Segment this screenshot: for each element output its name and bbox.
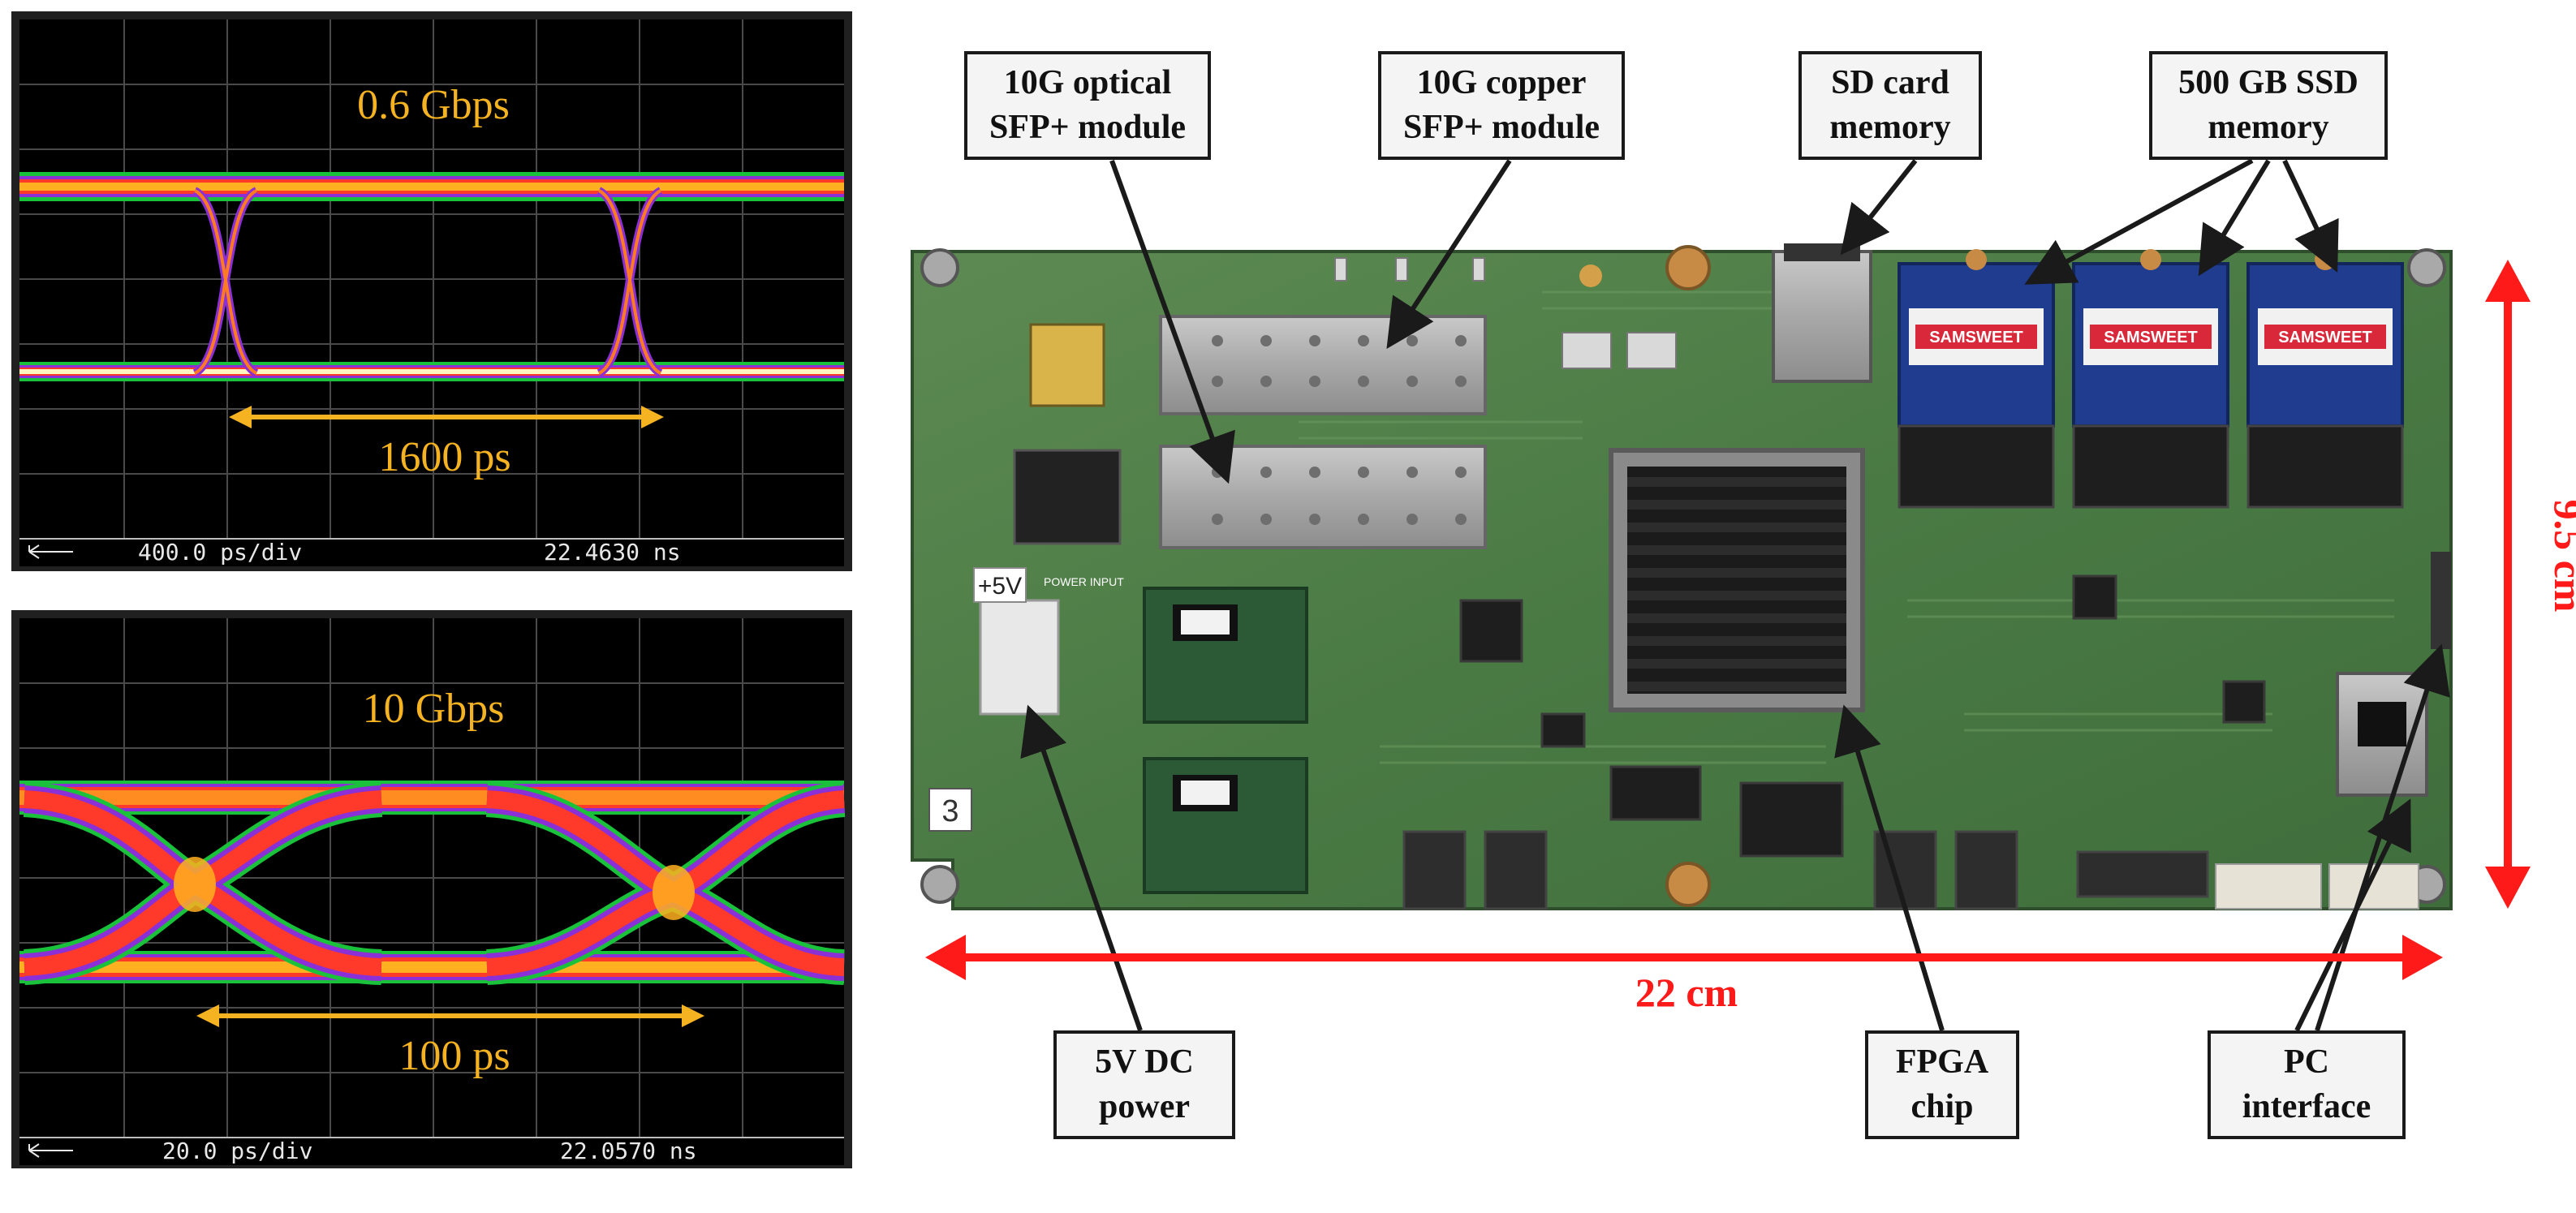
- trigger-icon: [28, 1143, 73, 1158]
- fpga-heatsink: [1609, 448, 1865, 712]
- leader-arrows: [1020, 158, 2450, 1032]
- copper-sfp-cage: [1159, 315, 1487, 415]
- callout-pc-interface-line1: PC: [2284, 1043, 2329, 1081]
- scope-1-timebase: 400.0 ps/div: [138, 539, 302, 566]
- callout-copper-sfp-line1: 10G copper: [1417, 64, 1587, 101]
- callout-fpga-line2: chip: [1910, 1088, 1973, 1125]
- callout-copper-sfp: 10G copper SFP+ module: [1378, 51, 1625, 160]
- eye-trace: [19, 172, 844, 381]
- sfp-cable-connector: [1029, 323, 1105, 407]
- usb-connector: [2431, 552, 2451, 649]
- eye-diagram-scope-top: 0.6 Gbps 1600 ps 400.0 ps/div 22.4630 ns: [11, 11, 852, 571]
- callout-dc-power-line2: power: [1099, 1088, 1190, 1125]
- optical-sfp-module-body: [1013, 449, 1122, 545]
- power-silk-label: +5V: [978, 573, 1022, 600]
- dc-dc-converter-2: [1143, 757, 1308, 894]
- height-dimension: 9.5 cm: [2485, 260, 2576, 909]
- eye-trace: [19, 781, 846, 985]
- power-input-connector: [979, 599, 1060, 716]
- callout-sd-card-line2: memory: [1829, 109, 1950, 146]
- callout-fpga: FPGA chip: [1865, 1030, 2019, 1139]
- callout-sd-card: SD card memory: [1798, 51, 1982, 160]
- ssd-brand-label: SAMSWEET: [2278, 329, 2372, 346]
- sd-card-slot: [1772, 250, 1872, 383]
- bottom-connectors: [1402, 830, 2209, 910]
- callout-sd-card-line1: SD card: [1831, 64, 1949, 101]
- callout-ssd-line2: memory: [2208, 109, 2328, 146]
- scope-2-period: 100 ps: [398, 1033, 510, 1079]
- callout-fpga-line1: FPGA: [1896, 1043, 1989, 1081]
- height-label: 9.5 cm: [2546, 500, 2576, 613]
- scope-1-delay: 22.4630 ns: [544, 539, 681, 566]
- callout-copper-sfp-line2: SFP+ module: [1403, 109, 1600, 146]
- mounting-holes: [920, 245, 2446, 907]
- scope-1-rate: 0.6 Gbps: [357, 82, 510, 128]
- scope-grid: [19, 19, 844, 539]
- pcb-board: SAMSWEET SAMSWEET SAMSWEET: [911, 243, 2453, 910]
- scope-1-period: 1600 ps: [378, 434, 510, 480]
- callout-ssd: 500 GB SSD memory: [2149, 51, 2388, 160]
- scope-2-delay: 22.0570 ns: [560, 1138, 697, 1164]
- scope-2-timebase: 20.0 ps/div: [162, 1138, 312, 1164]
- callout-optical-sfp-line1: 10G optical: [1004, 64, 1172, 101]
- callout-dc-power-line1: 5V DC: [1095, 1043, 1194, 1081]
- board-number: 3: [941, 794, 958, 828]
- callout-dc-power: 5V DC power: [1053, 1030, 1235, 1139]
- sma-connector: [1579, 265, 1602, 287]
- optical-sfp-cage: [1159, 445, 1487, 549]
- ssd-module-2: SAMSWEET: [2072, 262, 2229, 509]
- ssd-module-1: SAMSWEET: [1898, 262, 2055, 509]
- callout-optical-sfp: 10G optical SFP+ module: [964, 51, 1211, 160]
- ssd-brand-label: SAMSWEET: [2104, 329, 2198, 346]
- power-input-silk: POWER INPUT: [1044, 575, 1124, 588]
- trigger-icon: [28, 544, 73, 559]
- integrated-circuits: [1459, 574, 2266, 858]
- white-headers: [2215, 863, 2419, 910]
- callout-ssd-line1: 500 GB SSD: [2178, 64, 2358, 101]
- callout-optical-sfp-line2: SFP+ module: [989, 109, 1186, 146]
- width-dimension: 22 cm: [925, 935, 2443, 1015]
- callout-pc-interface: PC interface: [2208, 1030, 2406, 1139]
- width-label: 22 cm: [1635, 970, 1738, 1015]
- dc-dc-converter-1: [1143, 587, 1308, 724]
- scope-2-rate: 10 Gbps: [363, 686, 505, 732]
- ssd-module-3: SAMSWEET: [2246, 262, 2404, 509]
- callout-pc-interface-line2: interface: [2242, 1088, 2371, 1125]
- ssd-brand-label: SAMSWEET: [1929, 329, 2023, 346]
- eye-diagram-scope-bottom: 10 Gbps 100 ps 20.0 ps/div 22.0570 ns: [11, 610, 852, 1168]
